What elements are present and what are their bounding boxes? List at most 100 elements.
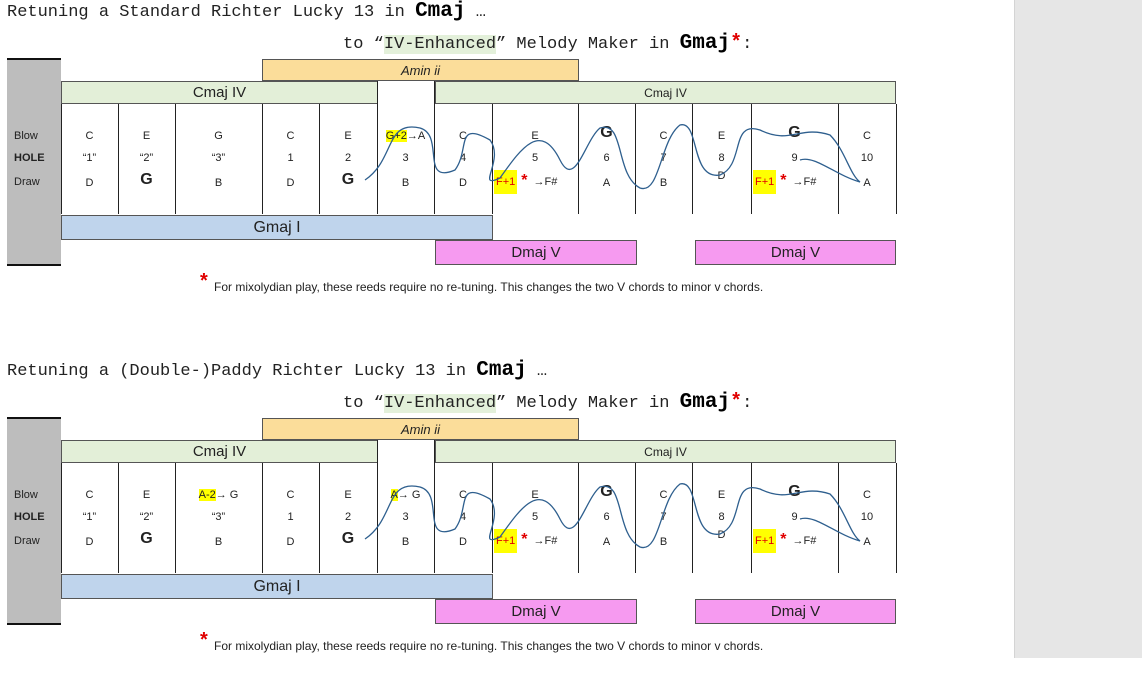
draw-note: D: [85, 536, 94, 548]
draw-note: B: [214, 536, 223, 548]
grid-column-line: [262, 104, 263, 214]
blow-note: E: [531, 489, 539, 501]
blow-note: C: [286, 130, 295, 142]
blow-note: G: [600, 124, 613, 141]
draw-note: G: [341, 171, 355, 188]
draw-note: D: [286, 536, 295, 548]
draw-note: D: [286, 177, 295, 189]
band-cmaj-iv-right: Cmaj IV: [435, 81, 896, 104]
grid-column-line: [319, 463, 320, 573]
grid-column-line: [61, 104, 62, 214]
retune-highlight: F+1: [494, 170, 518, 194]
band-cmaj-iv-right: Cmaj IV: [435, 440, 896, 463]
hole-number: “1”: [82, 511, 97, 523]
blow-note: E: [717, 489, 726, 501]
row-header-bar: [7, 58, 61, 266]
grid-column-line: [434, 81, 435, 214]
grid-column-line: [377, 81, 378, 214]
grid-column-line: [434, 440, 435, 573]
retune-highlight: G+2: [385, 130, 407, 142]
blow-note: G: [788, 483, 801, 500]
mixolydian-star: *: [780, 531, 787, 548]
draw-note: A: [863, 536, 871, 548]
mixolydian-star: *: [521, 172, 528, 189]
band-gmaj-i: Gmaj I: [61, 215, 493, 240]
band-cmaj-iv-left: Cmaj IV: [61, 440, 378, 463]
blow-note: C: [459, 130, 467, 142]
blow-note: E: [717, 130, 726, 142]
grid-column-line: [377, 440, 378, 573]
band-dmaj-v-2: Dmaj V: [695, 599, 896, 624]
grid-column-line: [262, 463, 263, 573]
blow-note: C: [863, 489, 871, 501]
draw-note: A: [863, 177, 871, 189]
section-subtitle: to “IV-Enhanced” Melody Maker in Gmaj*:: [343, 391, 753, 414]
blow-note: E: [531, 130, 539, 142]
hole-number: 10: [860, 152, 874, 164]
hole-number: 1: [287, 511, 294, 523]
retune-arrow: →F#: [533, 535, 558, 547]
draw-note: B: [401, 177, 410, 189]
blow-note: G: [788, 124, 801, 141]
blow-note: A→ G: [377, 488, 434, 502]
retune-arrow: → G: [397, 489, 421, 501]
hole-number: 6: [603, 152, 610, 164]
grid-column-line: [319, 104, 320, 214]
blow-note: E: [344, 489, 352, 501]
blow-note: C: [863, 130, 871, 142]
grid-column-line: [118, 463, 119, 573]
hole-number: 7: [660, 511, 667, 523]
row-header-bar: [7, 417, 61, 625]
row-label-blow: Blow: [14, 130, 38, 142]
grid-column-line: [118, 104, 119, 214]
hole-number: “2”: [139, 152, 154, 164]
draw-note: G: [140, 530, 153, 547]
draw-note: G: [341, 530, 355, 547]
hole-number: “2”: [139, 511, 154, 523]
row-label-blow: Blow: [14, 489, 38, 501]
retune-arrow: →A: [406, 130, 426, 142]
mixolydian-star: *: [521, 531, 528, 548]
retune-arrow: → G: [215, 489, 239, 501]
right-side-pane: [1014, 0, 1142, 658]
blow-note: C: [459, 489, 467, 501]
blow-note: E: [142, 489, 151, 501]
grid-column-line: [896, 104, 897, 214]
hole-number: 9: [791, 152, 798, 164]
draw-note: A: [602, 177, 611, 189]
section-title: Retuning a (Double-)Paddy Richter Lucky …: [7, 359, 548, 382]
band-dmaj-v-1: Dmaj V: [435, 599, 637, 624]
draw-note: D: [85, 177, 94, 189]
mixolydian-star: *: [780, 172, 787, 189]
draw-note: D: [459, 177, 467, 189]
blow-note: A-2→ G: [175, 488, 262, 502]
draw-note: A: [602, 536, 611, 548]
blow-note: E: [142, 130, 151, 142]
hole-number: 7: [660, 152, 667, 164]
hole-number: 2: [344, 511, 352, 523]
retune-highlight: F+1: [494, 529, 518, 553]
hole-number: 10: [860, 511, 874, 523]
draw-note: B: [659, 536, 668, 548]
grid-column-line: [896, 463, 897, 573]
blow-note: G+2→A: [377, 129, 434, 143]
hole-number: 4: [459, 511, 467, 523]
draw-note: B: [659, 177, 668, 189]
hole-number: 4: [459, 152, 467, 164]
blow-note: C: [659, 130, 668, 142]
row-label-hole: HOLE: [14, 152, 45, 164]
draw-note: G: [140, 171, 153, 188]
hole-number: 6: [603, 511, 610, 523]
grid-column-line: [175, 104, 176, 214]
draw-note: B: [401, 536, 410, 548]
retune-highlight: F+1: [753, 529, 777, 553]
hole-number: “3”: [211, 511, 226, 523]
hole-number: 9: [791, 511, 798, 523]
footnote-star: *: [200, 270, 208, 292]
draw-note: D: [717, 170, 726, 182]
hole-number: 5: [531, 511, 539, 523]
grid-column-line: [175, 463, 176, 573]
footnote-text: For mixolydian play, these reeds require…: [214, 280, 764, 294]
retune-arrow: →F#: [533, 176, 558, 188]
